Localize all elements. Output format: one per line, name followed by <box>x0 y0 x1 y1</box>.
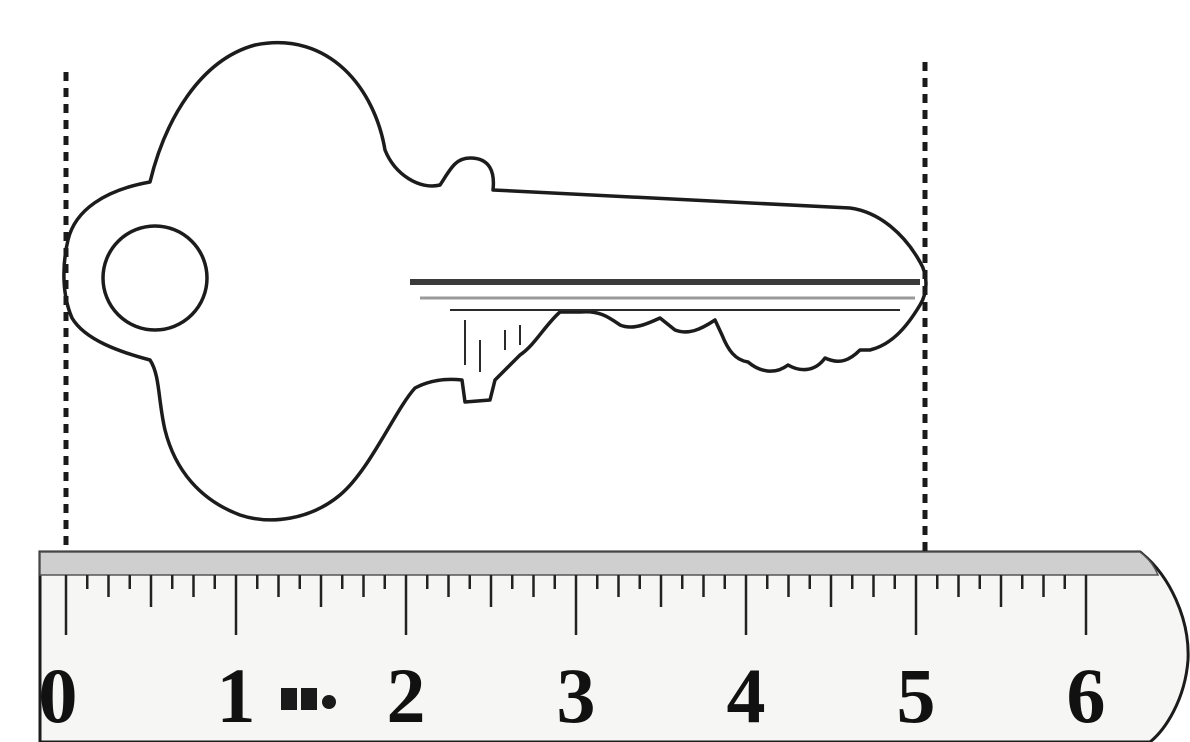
ruler-unit-mark <box>301 688 317 710</box>
blade-notch-detail <box>464 320 521 372</box>
ruler: 0 1 2 3 4 5 6 <box>38 550 1190 742</box>
ruler-unit-mark <box>281 688 297 710</box>
ruler-unit-dot <box>322 695 336 709</box>
ruler-label-6: 6 <box>1067 652 1106 739</box>
ruler-labels: 0 1 2 3 4 5 6 <box>39 652 1106 739</box>
ruler-top-edge <box>39 551 1160 576</box>
key-outline <box>62 41 928 522</box>
key <box>62 41 928 522</box>
ruler-label-4: 4 <box>727 652 766 739</box>
ruler-label-1: 1 <box>217 652 256 739</box>
ruler-body <box>38 550 1190 742</box>
key-hole <box>101 224 209 332</box>
ruler-ticks <box>64 575 1088 635</box>
ruler-label-3: 3 <box>557 652 596 739</box>
ruler-label-0: 0 <box>39 652 78 739</box>
ruler-label-2: 2 <box>387 652 426 739</box>
ruler-label-5: 5 <box>897 652 936 739</box>
